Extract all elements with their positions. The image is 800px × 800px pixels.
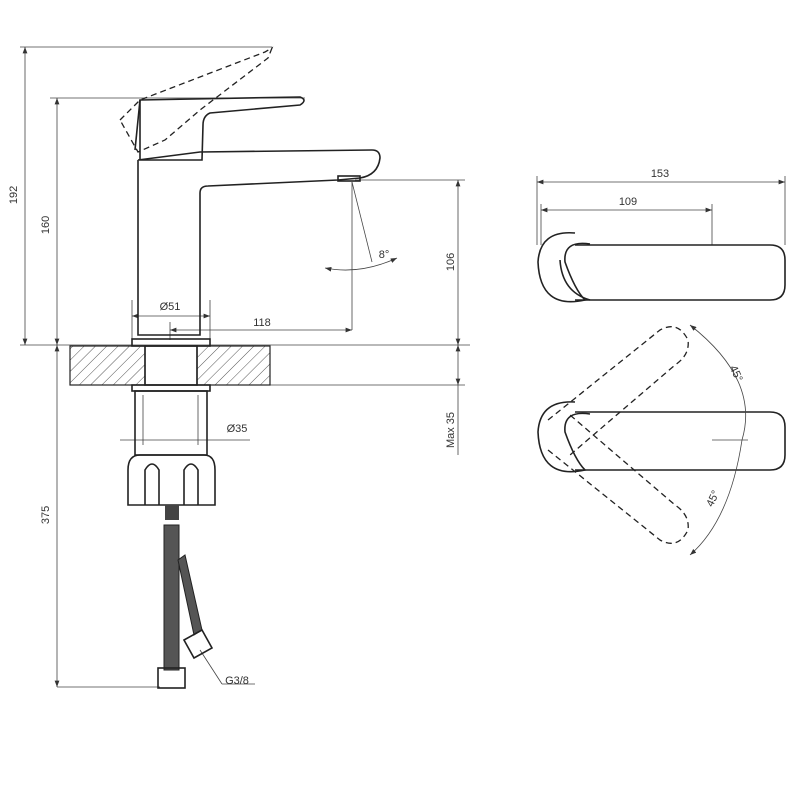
spout-top xyxy=(575,244,786,301)
faucet-body-spout xyxy=(137,149,381,336)
label-d51: Ø51 xyxy=(160,301,181,313)
lever-rotated-right-dashed xyxy=(547,414,689,544)
lever-raised-dashed xyxy=(119,46,274,153)
label-8deg: 8° xyxy=(379,249,390,261)
hose-nut-2 xyxy=(182,628,214,660)
label-max35: Max 35 xyxy=(445,412,457,448)
label-45deg-upper: 45° xyxy=(727,364,745,384)
label-106: 106 xyxy=(445,253,457,271)
lever xyxy=(139,96,305,161)
spout-top-2 xyxy=(575,411,786,471)
side-labels: 192 160 375 Ø51 118 8° 106 Ø35 Max 35 G3… xyxy=(8,186,457,687)
hose-1 xyxy=(163,524,180,671)
top-labels: 153 109 45° 45° xyxy=(619,168,745,509)
label-109: 109 xyxy=(619,196,637,208)
label-153: 153 xyxy=(651,168,669,180)
shank xyxy=(134,390,208,456)
label-d35: Ø35 xyxy=(227,423,248,435)
hose-2 xyxy=(177,554,203,636)
washer xyxy=(131,384,211,392)
faucet-top-view xyxy=(536,176,786,556)
aerator xyxy=(337,175,361,182)
dimension-lines-side xyxy=(20,46,470,688)
label-118: 118 xyxy=(253,317,271,329)
countertop-left xyxy=(69,345,146,386)
countertop-right xyxy=(196,345,271,386)
lever-top-2 xyxy=(537,401,591,473)
mounting-nut xyxy=(127,454,216,506)
label-g38: G3/8 xyxy=(225,675,249,687)
label-375: 375 xyxy=(40,506,52,524)
label-160: 160 xyxy=(40,216,52,234)
lever-top xyxy=(537,231,591,303)
label-192: 192 xyxy=(8,186,20,204)
label-45deg-lower: 45° xyxy=(704,489,722,509)
hose-nut-1 xyxy=(157,667,186,689)
faucet-side-view xyxy=(69,46,381,689)
lever-rotated-left-dashed xyxy=(547,326,689,456)
